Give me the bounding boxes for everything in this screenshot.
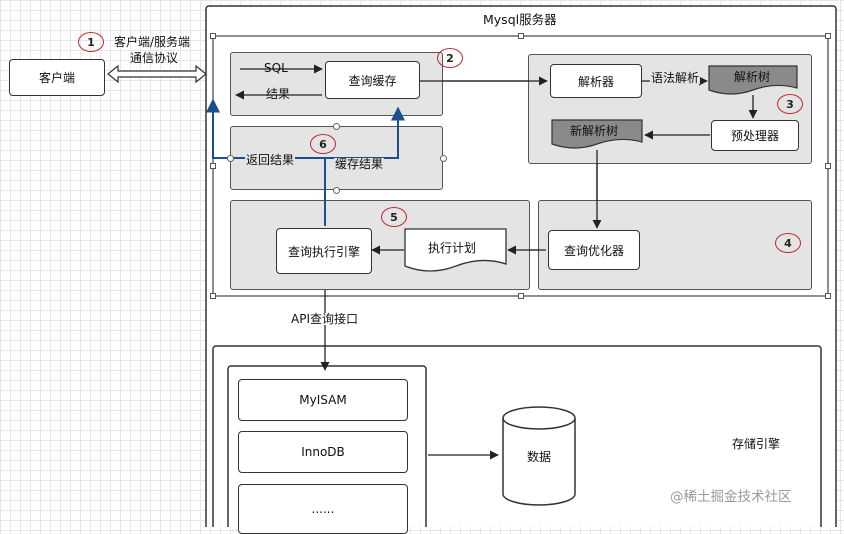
query-cache-label: 查询缓存: [348, 73, 397, 88]
connector-handle-bottom[interactable]: [333, 187, 340, 194]
execution-engine-label: 查询执行引擎: [287, 244, 360, 259]
connector-handle-top[interactable]: [333, 123, 340, 130]
step-badge-3: 3: [777, 94, 803, 114]
data-label: 数据: [527, 450, 552, 464]
connector-handle-right[interactable]: [440, 155, 447, 162]
resize-handle-tr[interactable]: [825, 33, 831, 39]
resize-handle-br[interactable]: [825, 293, 831, 299]
parser-box[interactable]: 解析器: [550, 64, 642, 98]
storage-engine-title: 存储引擎: [732, 437, 781, 451]
resize-handle-mr[interactable]: [825, 163, 831, 169]
resize-handle-ml[interactable]: [210, 163, 216, 169]
watermark: @稀土掘金技术社区: [670, 489, 792, 505]
parse-tree-label: 解析树: [734, 70, 771, 84]
sql-label: SQL: [264, 61, 288, 75]
resize-handle-bl[interactable]: [210, 293, 216, 299]
preprocessor-label: 预处理器: [730, 129, 779, 143]
data-cylinder: [502, 406, 576, 506]
syntax-parse-label: 语法解析: [650, 71, 701, 85]
step-badge-2: 2: [437, 48, 463, 68]
preprocessor-box[interactable]: 预处理器: [711, 120, 799, 151]
server-title: Mysql服务器: [483, 12, 557, 27]
myisam-box[interactable]: MyISAM: [238, 379, 408, 421]
query-cache-box[interactable]: 查询缓存: [325, 61, 420, 99]
executor-group: [230, 200, 530, 290]
protocol-label-line1: 客户端/服务端: [114, 35, 191, 49]
new-parse-tree-label: 新解析树: [570, 124, 619, 138]
protocol-label-line2: 通信协议: [130, 51, 179, 65]
parser-label: 解析器: [577, 74, 614, 89]
resize-handle-tc[interactable]: [518, 33, 524, 39]
resize-handle-bc[interactable]: [518, 293, 524, 299]
execution-engine-box[interactable]: 查询执行引擎: [276, 228, 372, 274]
step-badge-6: 6: [310, 134, 336, 154]
innodb-label: InnoDB: [301, 445, 345, 459]
myisam-label: MyISAM: [299, 393, 347, 407]
step-badge-4: 4: [775, 233, 801, 253]
protocol-double-arrow: [107, 64, 207, 84]
resize-handle-tl[interactable]: [210, 33, 216, 39]
cache-result-label: 缓存结果: [334, 157, 385, 171]
execution-plan-label: 执行计划: [428, 241, 477, 255]
more-engines-label: ......: [311, 502, 335, 516]
api-label: API查询接口: [289, 312, 360, 326]
query-optimizer-box[interactable]: 查询优化器: [548, 230, 640, 270]
client-label: 客户端: [38, 71, 75, 85]
innodb-box[interactable]: InnoDB: [238, 431, 408, 473]
connector-handle-left[interactable]: [227, 155, 234, 162]
query-optimizer-label: 查询优化器: [563, 243, 624, 258]
result-label: 结果: [266, 87, 291, 101]
step-badge-5: 5: [381, 207, 407, 227]
more-engines-box[interactable]: ......: [238, 484, 408, 534]
client-box[interactable]: 客户端: [9, 59, 105, 96]
return-result-label: 返回结果: [245, 153, 296, 167]
step-badge-1: 1: [78, 32, 104, 52]
